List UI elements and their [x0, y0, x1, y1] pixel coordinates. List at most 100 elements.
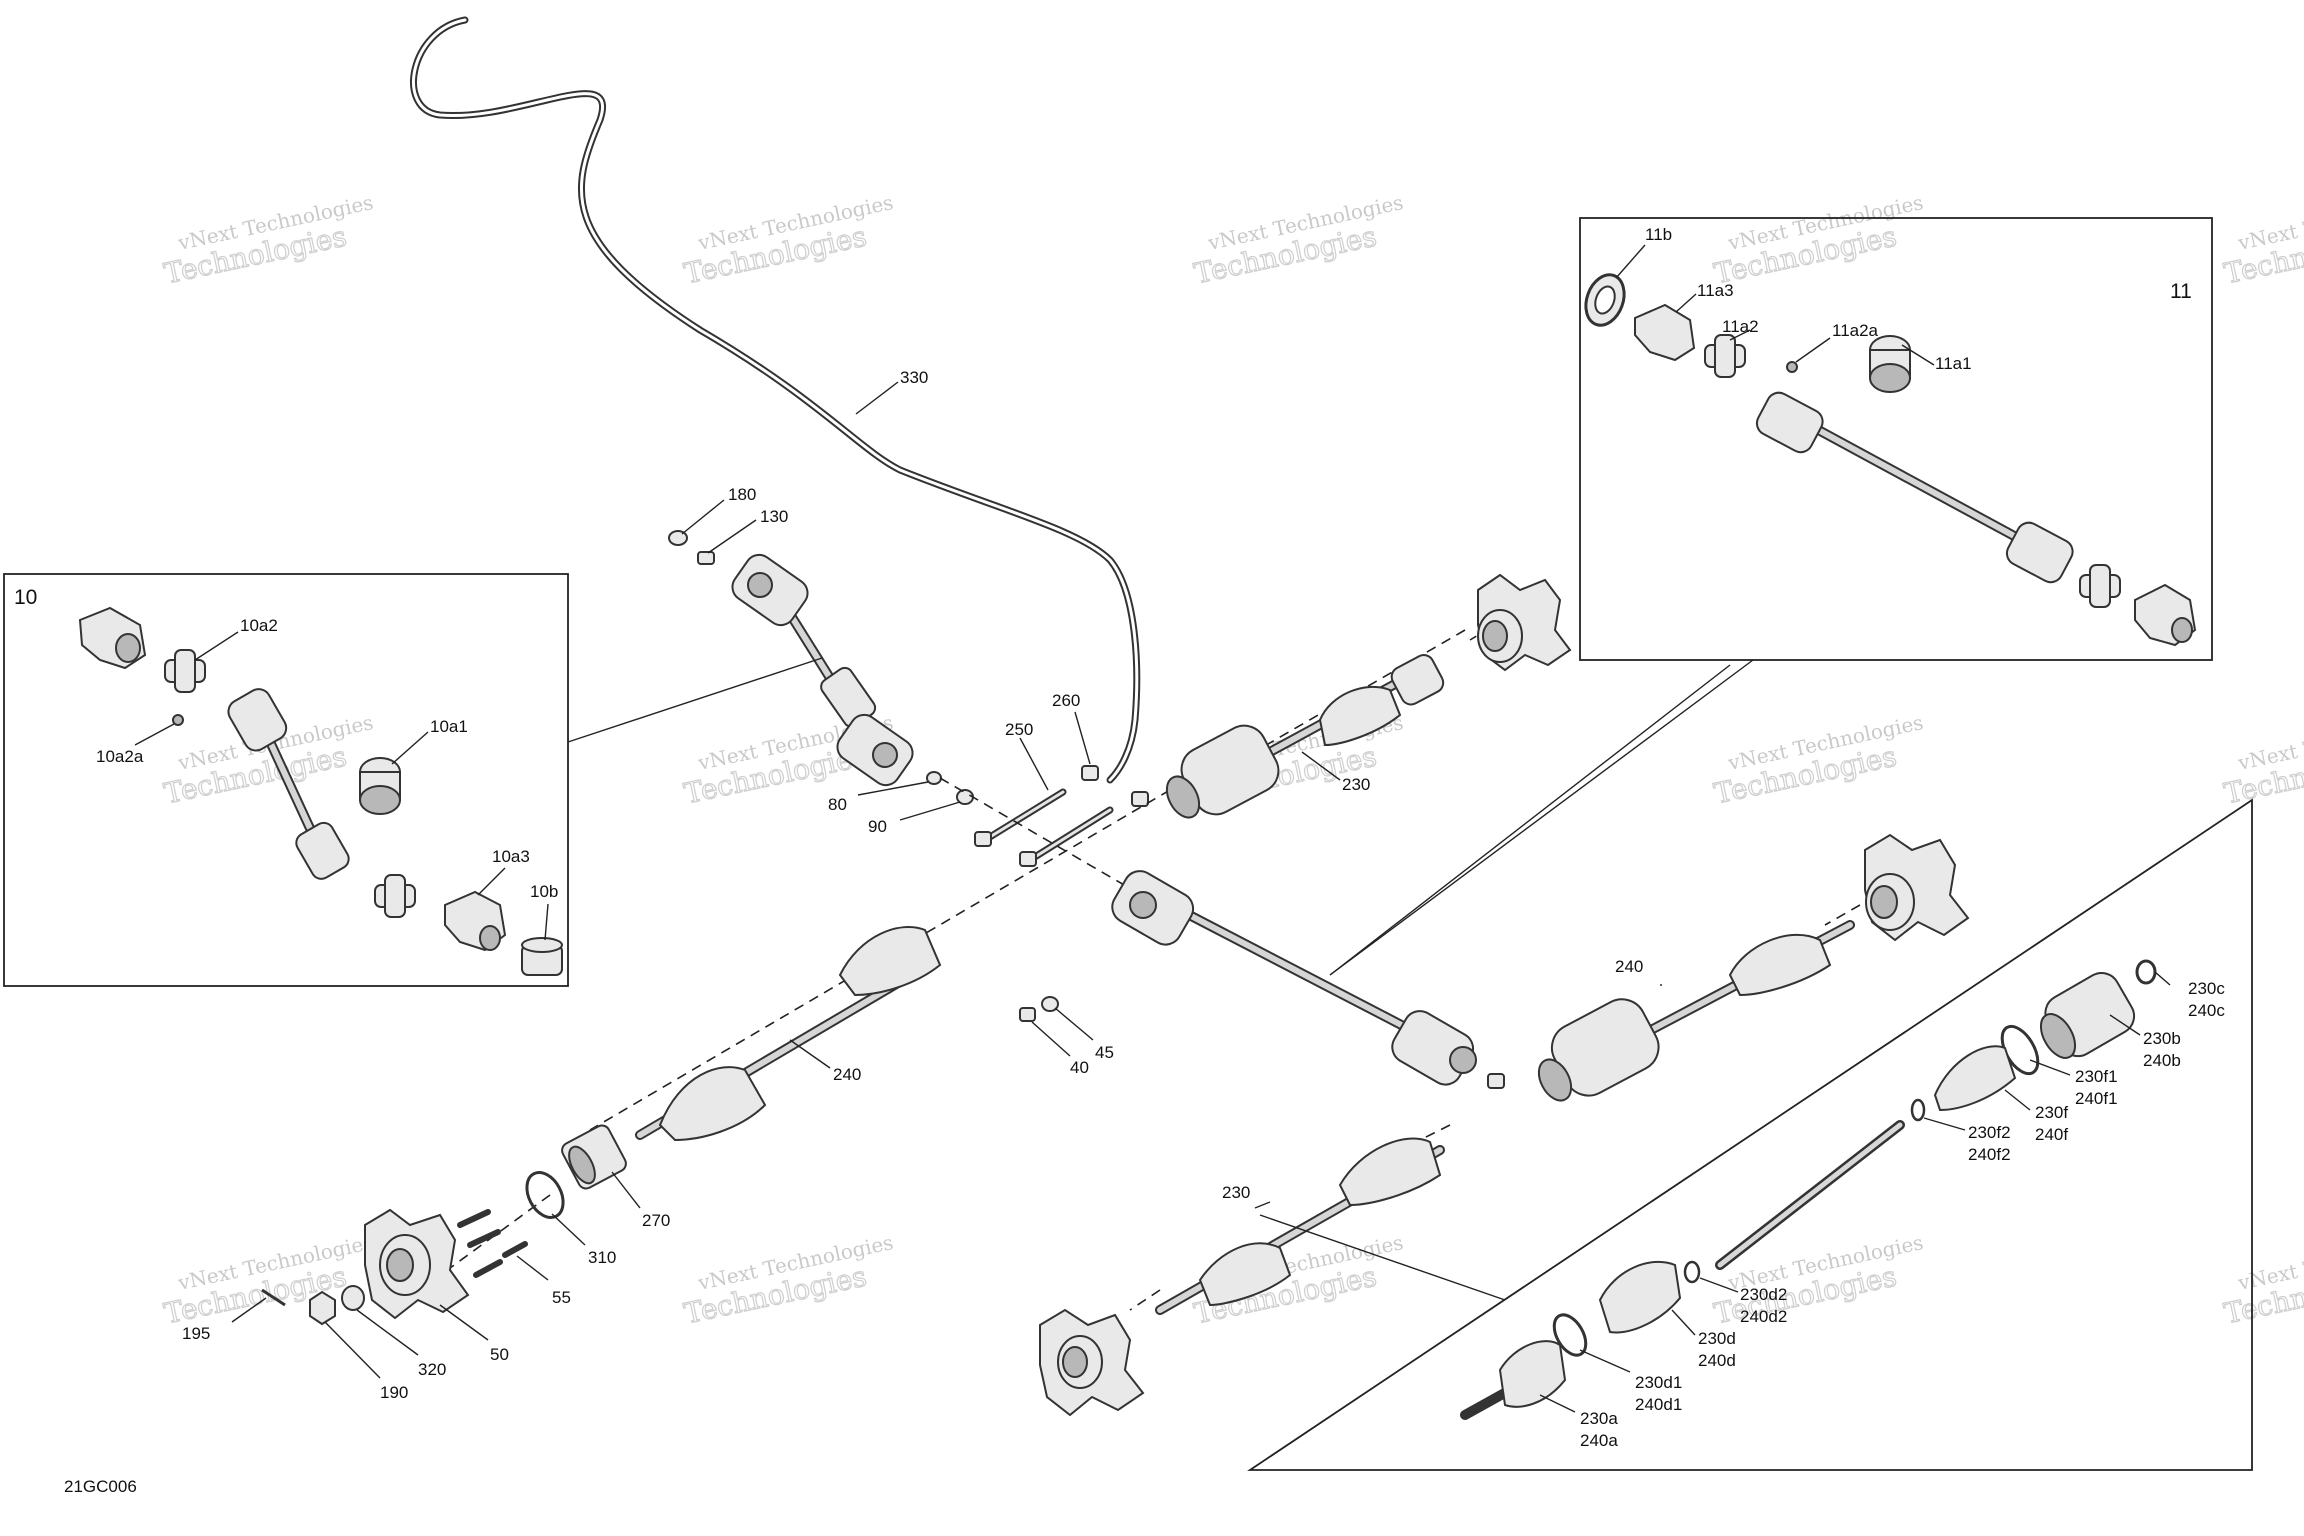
- label-240d2: 240d2: [1740, 1307, 1787, 1326]
- leader-180: [681, 499, 725, 535]
- u-joint-10a2: [164, 649, 206, 693]
- watermark: vNext Technologies Technologies: [2221, 710, 2304, 811]
- leader-230f2: [1923, 1117, 1966, 1131]
- leader-90: [899, 801, 961, 821]
- axis-line-hub-lower: [419, 1194, 551, 1291]
- drive-shaft-230-lower: [1155, 1137, 1445, 1315]
- leader-11a2a: [1795, 337, 1831, 363]
- clamp-230f2: [1910, 1098, 1926, 1122]
- leader-260: [1074, 711, 1091, 765]
- inset-10-title: 10: [14, 586, 37, 609]
- wheel-hub-left: [364, 1208, 470, 1320]
- leader-10a2a: [134, 723, 175, 746]
- washer-320: [341, 1285, 365, 1311]
- leader-330: [855, 381, 899, 415]
- leader-230d1: [1579, 1349, 1631, 1373]
- leader-230f: [2004, 1089, 2031, 1111]
- callout-240-mid: 240: [1615, 957, 1643, 976]
- callout-180: 180: [728, 485, 756, 504]
- label-240f1: 240f1: [2075, 1089, 2118, 1108]
- label-230d2: 230d2: [1740, 1285, 1787, 1304]
- leader-230b: [2109, 1014, 2141, 1036]
- seal-11b: [1584, 273, 1626, 327]
- washer-45: [1041, 996, 1059, 1012]
- inset-11-frame: [1579, 217, 2213, 661]
- leader-80: [857, 781, 929, 796]
- leader-230-lower: [1259, 1214, 1506, 1301]
- leader-240-mid: [1329, 664, 1731, 976]
- label-230a: 230a: [1580, 1409, 1618, 1428]
- axis-line-rear-lower: [1399, 1124, 1451, 1151]
- label-240a: 240a: [1580, 1431, 1618, 1450]
- leader-10a1: [391, 731, 429, 765]
- nut-rear-shaft: [1487, 1073, 1505, 1089]
- leader-130: [707, 519, 757, 554]
- u-joint-10a-bottom: [374, 874, 416, 918]
- u-joint-11a-bottom: [2079, 564, 2121, 608]
- u-joint-11a2: [1704, 334, 1746, 378]
- leader-230a: [1539, 1394, 1576, 1413]
- diagram-code: 21GC006: [64, 1477, 137, 1496]
- label-240c: 240c: [2188, 1001, 2225, 1020]
- watermark: vNext Technologies Technologies: [681, 1230, 896, 1331]
- bolt-long: [1019, 806, 1114, 867]
- clamp-230d2: [1683, 1260, 1701, 1284]
- label-230f: 230f: [2035, 1103, 2068, 1122]
- callout-80: 80: [828, 795, 847, 814]
- leader-230f1: [2029, 1059, 2071, 1076]
- watermark: vNext Technologies Technologies: [1711, 710, 1926, 811]
- label-230c: 230c: [2188, 979, 2225, 998]
- leader-10b: [544, 903, 549, 941]
- yoke-10a3: [444, 890, 507, 952]
- watermark: vNext Technologies Technologies: [1191, 190, 1406, 291]
- label-11a1: 11a1: [1935, 354, 1972, 373]
- callout-55: 55: [552, 1288, 571, 1307]
- leader-55: [516, 1255, 549, 1281]
- label-240f2: 240f2: [1968, 1145, 2011, 1164]
- boot-11a1: [1869, 335, 1911, 393]
- label-10a2a: 10a2a: [96, 747, 144, 766]
- callout-230-upper: 230: [1342, 775, 1370, 794]
- watermark: vNext Technologies Technologies: [161, 190, 376, 291]
- inset-axle-exploded: 230c 240c 230b 240b 230f1 240f1 230f 240…: [1247, 798, 2253, 1471]
- nut-260: [1081, 765, 1099, 781]
- shaft-10a: [227, 688, 350, 880]
- clamp-230d1: [1552, 1313, 1588, 1357]
- watermark: vNext Technologies Technologies: [1711, 190, 1926, 291]
- yoke-11a3: [1634, 303, 1696, 362]
- callout-330: 330: [900, 368, 928, 387]
- watermark: vNext Technologies Technologies: [161, 1230, 376, 1331]
- axis-line-upper: [939, 777, 1151, 901]
- callout-90: 90: [868, 817, 887, 836]
- label-11a2a: 11a2a: [1832, 321, 1879, 340]
- callout-250: 250: [1005, 720, 1033, 739]
- callout-310: 310: [588, 1248, 616, 1267]
- nut-mid: [1131, 791, 1149, 807]
- leader-310: [551, 1213, 586, 1246]
- nut-40: [1019, 1007, 1036, 1022]
- leader-45: [1054, 1007, 1094, 1041]
- nut-130: [697, 551, 715, 565]
- inset-10: 10 10a2 10a2a 10a1: [3, 573, 569, 987]
- drive-shaft-230-upper: [1165, 654, 1445, 819]
- breather-hose-inner: [412, 18, 1139, 782]
- leader-230d2: [1699, 1277, 1739, 1293]
- callout-130: 130: [760, 507, 788, 526]
- callout-320: 320: [418, 1360, 446, 1379]
- leader-195: [231, 1297, 267, 1323]
- leader-230-lower-b: [1254, 1201, 1271, 1209]
- rear-propeller-shaft: [1111, 870, 1477, 1086]
- callout-50: 50: [490, 1345, 509, 1364]
- leader-230-upper: [1301, 751, 1341, 781]
- grease-fitting-10a2a: [172, 714, 184, 726]
- wheel-hub-right: [1864, 833, 1970, 942]
- cotter-pin-195: [261, 1288, 286, 1307]
- inset-10-frame: [3, 573, 569, 987]
- leader-11b: [1615, 244, 1646, 279]
- boot-230d: [1598, 1260, 1682, 1334]
- ring-230c: [2135, 959, 2157, 985]
- label-240b: 240b: [2143, 1051, 2181, 1070]
- boot-10a1: [359, 757, 401, 815]
- drive-shaft-240-right: [1537, 920, 1855, 1102]
